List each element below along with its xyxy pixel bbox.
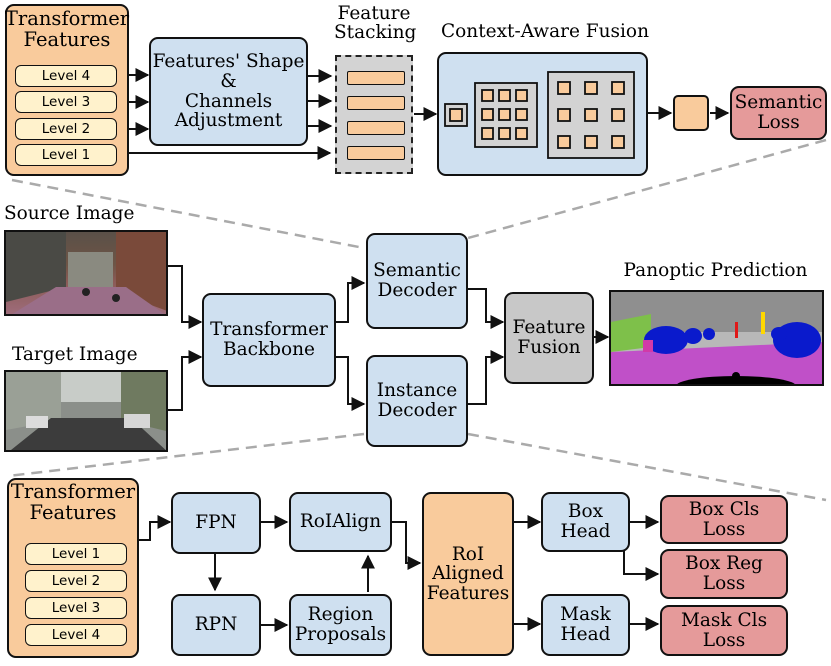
top-level-3: Level 3 xyxy=(15,91,117,113)
bottom-level-2: Level 2 xyxy=(25,570,127,592)
top-level-2: Level 2 xyxy=(15,118,117,140)
source-scene-illustration xyxy=(6,232,166,314)
target-scene-illustration xyxy=(6,372,166,450)
region-proposals: Region Proposals xyxy=(289,594,392,656)
semantic-loss: Semantic Loss xyxy=(730,86,827,140)
roi-aligned-features: RoI Aligned Features xyxy=(422,492,514,656)
mask-cls-loss: Mask Cls Loss xyxy=(660,605,788,656)
bottom-transformer-features-title: Transformer Features xyxy=(10,480,136,524)
feature-fusion: Feature Fusion xyxy=(504,292,594,384)
fused-feature-block xyxy=(673,95,709,131)
source-image-label: Source Image xyxy=(4,203,135,224)
stacked-feature-bar xyxy=(347,96,405,110)
box-reg-loss: Box Reg Loss xyxy=(660,549,788,599)
shape-channels-adjustment: Features' Shape & Channels Adjustment xyxy=(149,37,308,146)
feature-stacking-group xyxy=(335,55,413,174)
bottom-level-3: Level 3 xyxy=(25,597,127,619)
panoptic-prediction-label: Panoptic Prediction xyxy=(623,260,808,281)
top-transformer-features-title: Transformer Features xyxy=(4,7,130,51)
panoptic-prediction-image xyxy=(609,290,824,386)
panoptic-segmentation-illustration xyxy=(611,292,822,384)
mask-head: Mask Head xyxy=(541,594,630,656)
stacked-feature-bar xyxy=(347,146,405,160)
dilated-kernels-illustration xyxy=(444,71,635,159)
rpn: RPN xyxy=(171,594,261,656)
source-image xyxy=(4,230,168,316)
fpn: FPN xyxy=(171,492,261,554)
semantic-decoder: Semantic Decoder xyxy=(366,233,468,329)
stacked-feature-bar xyxy=(347,121,405,135)
target-image-label: Target Image xyxy=(12,344,138,365)
bottom-level-4: Level 4 xyxy=(25,624,127,646)
target-image xyxy=(4,370,168,452)
transformer-backbone: Transformer Backbone xyxy=(202,293,336,387)
bottom-level-1: Level 1 xyxy=(25,543,127,565)
stacked-feature-bar xyxy=(347,71,405,85)
context-aware-fusion-label: Context-Aware Fusion xyxy=(441,21,649,42)
box-cls-loss: Box Cls Loss xyxy=(660,495,788,544)
context-aware-fusion-module xyxy=(437,52,648,176)
top-level-1: Level 1 xyxy=(15,144,117,166)
box-head: Box Head xyxy=(541,492,630,552)
top-level-4: Level 4 xyxy=(15,65,117,87)
roialign: RoIAlign xyxy=(289,492,392,552)
instance-decoder: Instance Decoder xyxy=(366,355,468,447)
feature-stacking-label: Feature Stacking xyxy=(334,3,417,44)
